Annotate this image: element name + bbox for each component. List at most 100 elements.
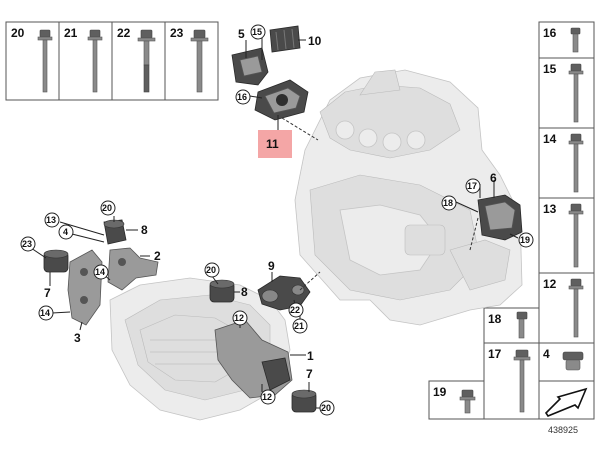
callout-5[interactable]: 5: [238, 27, 245, 41]
callout-20-second[interactable]: 20: [206, 265, 216, 275]
callout-23[interactable]: 23: [22, 239, 32, 249]
label-18[interactable]: 18: [488, 312, 502, 326]
box-21: [58, 21, 113, 101]
callout-21[interactable]: 21: [294, 321, 304, 331]
bolt-icon: [190, 29, 209, 93]
label-19[interactable]: 19: [433, 385, 447, 399]
engine-block: [294, 69, 523, 326]
callout-circle-17: [465, 178, 481, 194]
callout-3[interactable]: 3: [74, 331, 81, 345]
label-22[interactable]: 22: [117, 26, 131, 40]
part-10-bracket: [269, 25, 301, 53]
callout-9[interactable]: 9: [268, 259, 275, 273]
nut-icon: [562, 351, 584, 371]
label-21[interactable]: 21: [64, 26, 78, 40]
callout-15[interactable]: 15: [252, 27, 262, 37]
bolt-icon: [570, 27, 581, 53]
callout-circle-19: [518, 232, 534, 248]
callout-circle-20a: [100, 200, 116, 216]
box-14: [538, 127, 595, 199]
bushing-8-upper: [103, 219, 127, 245]
callout-20-third[interactable]: 20: [321, 403, 331, 413]
bushing-7-left: [43, 249, 69, 273]
callout-22[interactable]: 22: [290, 305, 300, 315]
bushing-8-lower: [209, 279, 235, 303]
box-18: [483, 307, 540, 344]
callout-17[interactable]: 17: [467, 181, 477, 191]
callout-12-second[interactable]: 12: [262, 392, 272, 402]
callout-7-second[interactable]: 7: [306, 367, 313, 381]
leader-lines: [27, 38, 519, 409]
callout-8-second[interactable]: 8: [241, 285, 248, 299]
callout-circle-14b: [38, 305, 54, 321]
bolt-icon: [516, 311, 528, 339]
bracket-2: [107, 247, 159, 291]
reference-number: 438925: [548, 425, 578, 435]
bracket-3: [67, 249, 103, 326]
arrow-icon: [544, 387, 588, 417]
callout-12[interactable]: 12: [234, 313, 244, 323]
engine-mount-11: [254, 79, 309, 121]
callout-14-second[interactable]: 14: [40, 308, 50, 318]
bolt-panel-right: 16 15 14 13 12 4 18 17 19: [428, 21, 595, 435]
callout-16[interactable]: 16: [237, 92, 247, 102]
callout-circle-16: [235, 89, 251, 105]
label-23[interactable]: 23: [170, 26, 184, 40]
callout-2[interactable]: 2: [154, 249, 161, 263]
box-13: [538, 197, 595, 274]
label-15[interactable]: 15: [543, 62, 557, 76]
callout-circle-4: [58, 224, 74, 240]
callout-8[interactable]: 8: [141, 223, 148, 237]
callouts: 5 15 10 16 11 17 6 18 19 20 8 13 4 2 23 …: [20, 24, 534, 416]
gearbox-mount-1: [214, 319, 293, 399]
highlight-box-11: [258, 130, 292, 158]
callout-10[interactable]: 10: [308, 34, 322, 48]
callout-circle-15: [250, 24, 266, 40]
label-16[interactable]: 16: [543, 26, 557, 40]
box-16: [538, 21, 595, 59]
callout-18[interactable]: 18: [443, 198, 453, 208]
part-5-bracket: [231, 47, 269, 86]
box-22: [111, 21, 166, 101]
callout-circle-23: [20, 236, 36, 252]
label-20[interactable]: 20: [11, 26, 25, 40]
callout-4[interactable]: 4: [63, 227, 68, 237]
callout-6[interactable]: 6: [490, 171, 497, 185]
callout-7[interactable]: 7: [44, 286, 51, 300]
callout-circle-12a: [232, 310, 248, 326]
bolt-icon: [37, 29, 53, 93]
callout-circle-14a: [93, 264, 109, 280]
callout-circle-21: [292, 318, 308, 334]
engine-mount-6: [477, 194, 523, 241]
label-14[interactable]: 14: [543, 132, 557, 146]
callout-14[interactable]: 14: [95, 267, 105, 277]
torque-rod-9: [257, 275, 311, 311]
bolt-icon: [568, 133, 584, 193]
callout-circle-20b: [204, 262, 220, 278]
callout-11[interactable]: 11: [266, 137, 279, 151]
callout-1[interactable]: 1: [307, 349, 314, 363]
label-12[interactable]: 12: [543, 277, 557, 291]
callout-20[interactable]: 20: [102, 203, 112, 213]
callout-circle-13: [44, 212, 60, 228]
bolt-icon: [87, 29, 103, 93]
box-15: [538, 57, 595, 129]
callout-13[interactable]: 13: [46, 215, 56, 225]
callout-circle-12b: [260, 389, 276, 405]
box-23: [164, 21, 219, 101]
label-4[interactable]: 4: [543, 347, 550, 361]
bolt-panel-top-left: 20 21 22 23: [5, 21, 219, 101]
bolt-icon: [568, 278, 584, 338]
box-17: [483, 342, 540, 420]
label-13[interactable]: 13: [543, 202, 557, 216]
label-17[interactable]: 17: [488, 347, 502, 361]
bolt-icon: [568, 203, 584, 268]
callout-circle-20c: [319, 400, 335, 416]
callout-19[interactable]: 19: [520, 235, 530, 245]
bolt-icon: [459, 389, 476, 414]
bolt-icon: [568, 63, 584, 123]
bolt-icon: [513, 349, 531, 413]
callout-circle-18: [441, 195, 457, 211]
bolt-icon: [137, 29, 156, 93]
